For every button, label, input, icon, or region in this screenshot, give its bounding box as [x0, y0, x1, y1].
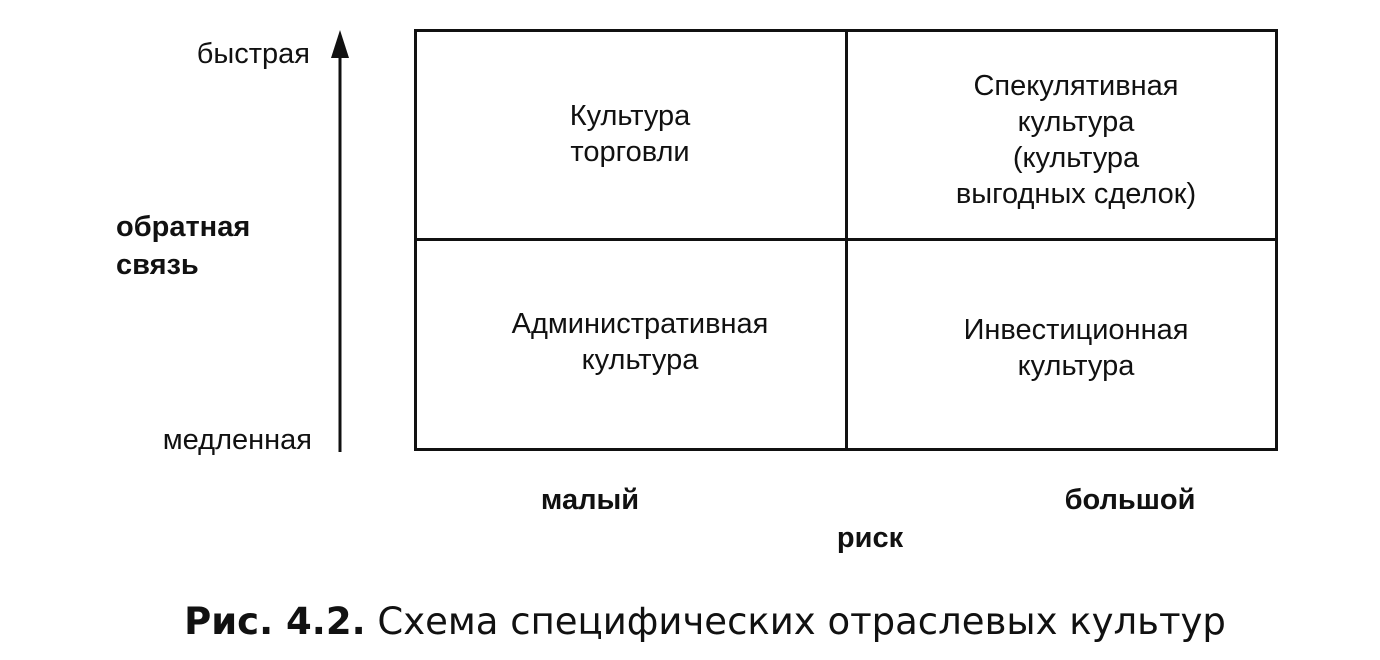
figure-caption-text: Схема специфических отраслевых культур [377, 600, 1226, 643]
cell-text-line: Инвестиционная [963, 314, 1189, 346]
cell-text-line: культура [581, 344, 699, 376]
cell-trade-culture: Культура торговли [450, 98, 810, 170]
x-axis-left-label: малый [540, 484, 640, 516]
figure-caption: Рис. 4.2. Схема специфических отраслевых… [180, 600, 1230, 643]
y-axis-title-line2: связь [116, 249, 199, 281]
x-axis-right-label: большой [1064, 484, 1196, 516]
matrix-horizontal-divider [414, 238, 1278, 241]
figure-number: Рис. 4.2. [184, 600, 366, 643]
y-axis-arrow-head [331, 30, 349, 58]
y-axis-title: обратная связь [116, 208, 316, 284]
cell-investment-culture: Инвестиционная культура [880, 312, 1272, 384]
cell-text-line: Административная [511, 308, 769, 340]
cell-text-line: Спекулятивная [973, 70, 1179, 102]
cell-text-line: (культура [1012, 142, 1140, 174]
y-axis-bottom-label: медленная [162, 424, 312, 456]
y-axis-title-line1: обратная [116, 211, 251, 243]
cell-speculative-culture: Спекулятивная культура (культура выгодны… [880, 68, 1272, 212]
y-axis-top-label: быстрая [196, 38, 310, 70]
cell-text-line: Культура [569, 100, 691, 132]
y-axis-arrow [331, 30, 349, 452]
cell-text-line: торговли [570, 136, 690, 168]
cell-text-line: культура [1017, 350, 1135, 382]
cell-administrative-culture: Административная культура [450, 306, 830, 378]
cell-text-line: культура [1017, 106, 1135, 138]
cell-text-line: выгодных сделок) [955, 178, 1197, 210]
x-axis-title: риск [836, 522, 904, 554]
